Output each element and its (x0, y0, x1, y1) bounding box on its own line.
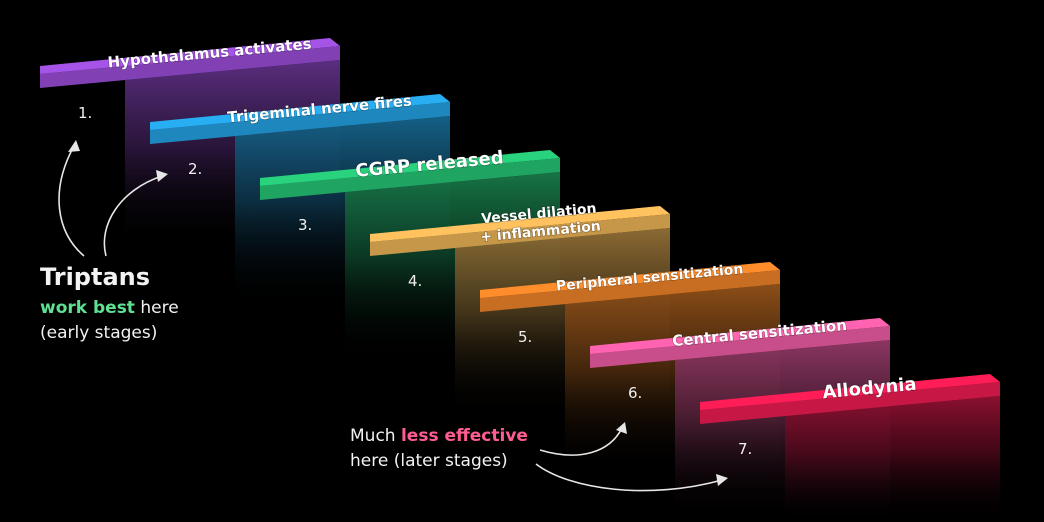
step-7-edge (700, 382, 1000, 424)
step-6-top (590, 318, 890, 354)
step-5-number: 5. (518, 328, 532, 346)
step-7-top (700, 374, 1000, 410)
step-6-edge (590, 326, 890, 368)
step-1-number: 1. (78, 104, 92, 122)
late-stages-note: Much less effective here (later stages) (350, 424, 528, 474)
step-6-number: 6. (628, 384, 642, 402)
step-7-number: 7. (738, 440, 752, 458)
late-note-prefix: Much (350, 426, 401, 446)
step-4-edge (370, 214, 670, 256)
early-note-here: here (134, 298, 179, 318)
step-2-number: 2. (188, 160, 202, 178)
work-best-highlight: work best (40, 298, 135, 318)
arrowhead-step-1 (68, 140, 80, 152)
step-5-top (480, 262, 780, 298)
late-note-line-1: Much less effective (350, 424, 528, 449)
arrow-to-step-7 (535, 463, 723, 492)
triptans-heading: Triptans (40, 263, 151, 291)
arrow-to-step-2 (103, 175, 163, 257)
later-stages-text: here (later stages) (350, 451, 508, 471)
step-4-top (370, 206, 670, 242)
step-4-number: 4. (408, 272, 422, 290)
less-effective-highlight: less effective (400, 426, 528, 446)
arrowhead-step-2 (156, 170, 168, 182)
step-3-number: 3. (298, 216, 312, 234)
step-7-riser (785, 396, 1000, 522)
step-3-edge (260, 158, 560, 200)
step-2-edge (150, 102, 450, 144)
triptans-early-note: Triptans work best here (early stages) (40, 262, 179, 346)
step-2-top (150, 94, 450, 130)
step-1-edge (40, 46, 340, 88)
arrowhead-step-6 (616, 422, 627, 434)
step-1-top (40, 38, 340, 74)
arrow-to-step-6 (539, 427, 623, 456)
early-stages-text: (early stages) (40, 323, 158, 343)
step-3-top (260, 150, 560, 186)
step-5-edge (480, 270, 780, 312)
arrows-layer (58, 140, 728, 492)
arrowhead-step-7 (716, 474, 728, 486)
arrow-to-step-1 (58, 145, 85, 257)
early-note-line-1: work best here (40, 296, 179, 321)
